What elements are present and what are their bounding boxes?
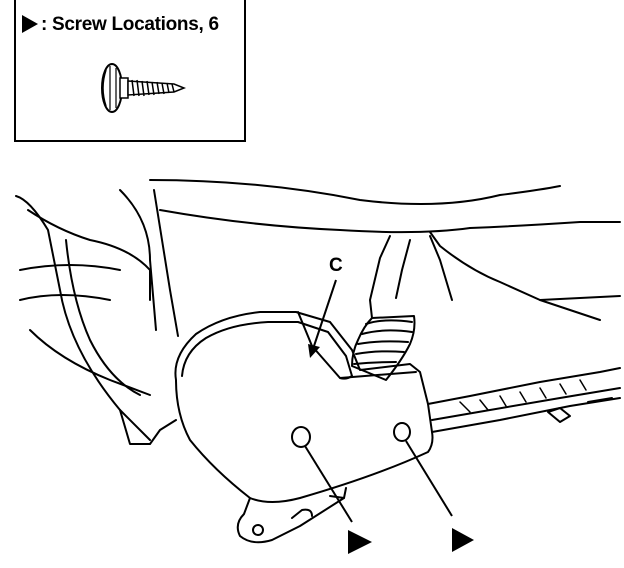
screw-icon (101, 63, 187, 113)
screw-arrow-left (348, 530, 372, 554)
leader-left (304, 445, 353, 523)
callout-c-leader (313, 279, 337, 347)
callout-c-arrowhead (308, 344, 320, 358)
legend-label: : Screw Locations, 6 (41, 14, 219, 35)
leader-right (405, 440, 453, 517)
callout-c-label: C (329, 255, 343, 276)
triangle-pointer-icon (22, 15, 38, 33)
screw-arrow-right (452, 528, 474, 552)
legend-title: : Screw Locations, 6 (22, 14, 219, 36)
legend-box: : Screw Locations, 6 (14, 0, 246, 142)
